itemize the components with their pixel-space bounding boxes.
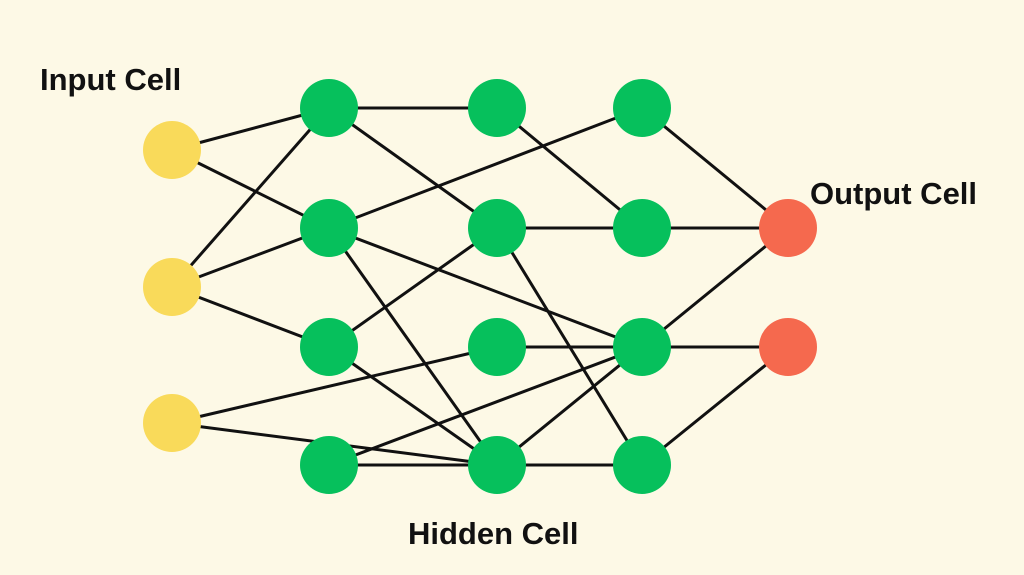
edge-h3c-o1 bbox=[640, 226, 790, 349]
edge-h1b-h3c bbox=[327, 226, 644, 349]
input-node-i2 bbox=[143, 258, 201, 316]
connection-layer bbox=[170, 106, 790, 467]
hidden-node-h1b bbox=[300, 199, 358, 257]
edge-h1b-h2d bbox=[327, 226, 499, 467]
hidden-node-h2a bbox=[468, 79, 526, 137]
hidden-node-h3c bbox=[613, 318, 671, 376]
input-cell-label: Input Cell bbox=[40, 62, 182, 97]
hidden-node-h2d bbox=[468, 436, 526, 494]
input-node-i3 bbox=[143, 394, 201, 452]
output-node-o1 bbox=[759, 199, 817, 257]
hidden-node-h1a bbox=[300, 79, 358, 137]
hidden-node-h2b bbox=[468, 199, 526, 257]
edge-i2-h1a bbox=[170, 106, 331, 289]
edge-h1d-h3c bbox=[327, 345, 644, 467]
edge-h1c-h2b bbox=[327, 226, 499, 349]
edge-h3d-o2 bbox=[640, 345, 790, 467]
hidden-node-h1c bbox=[300, 318, 358, 376]
edge-h1b-h3a bbox=[327, 106, 644, 230]
edge-h1a-h2b bbox=[327, 106, 499, 230]
hidden-cell-label: Hidden Cell bbox=[408, 516, 579, 551]
edge-h3a-o1 bbox=[640, 106, 790, 230]
input-node-i1 bbox=[143, 121, 201, 179]
node-layer bbox=[143, 79, 817, 494]
hidden-node-h1d bbox=[300, 436, 358, 494]
hidden-node-h3d bbox=[613, 436, 671, 494]
hidden-node-h2c bbox=[468, 318, 526, 376]
edge-h1c-h2d bbox=[327, 345, 499, 467]
edge-h2d-h3c bbox=[495, 345, 644, 467]
edge-h2a-h3b bbox=[495, 106, 644, 230]
hidden-node-h3b bbox=[613, 199, 671, 257]
hidden-node-h3a bbox=[613, 79, 671, 137]
output-node-o2 bbox=[759, 318, 817, 376]
edge-i3-h2c bbox=[170, 345, 499, 425]
edge-i1-h1b bbox=[170, 148, 331, 230]
output-cell-label: Output Cell bbox=[810, 176, 978, 211]
